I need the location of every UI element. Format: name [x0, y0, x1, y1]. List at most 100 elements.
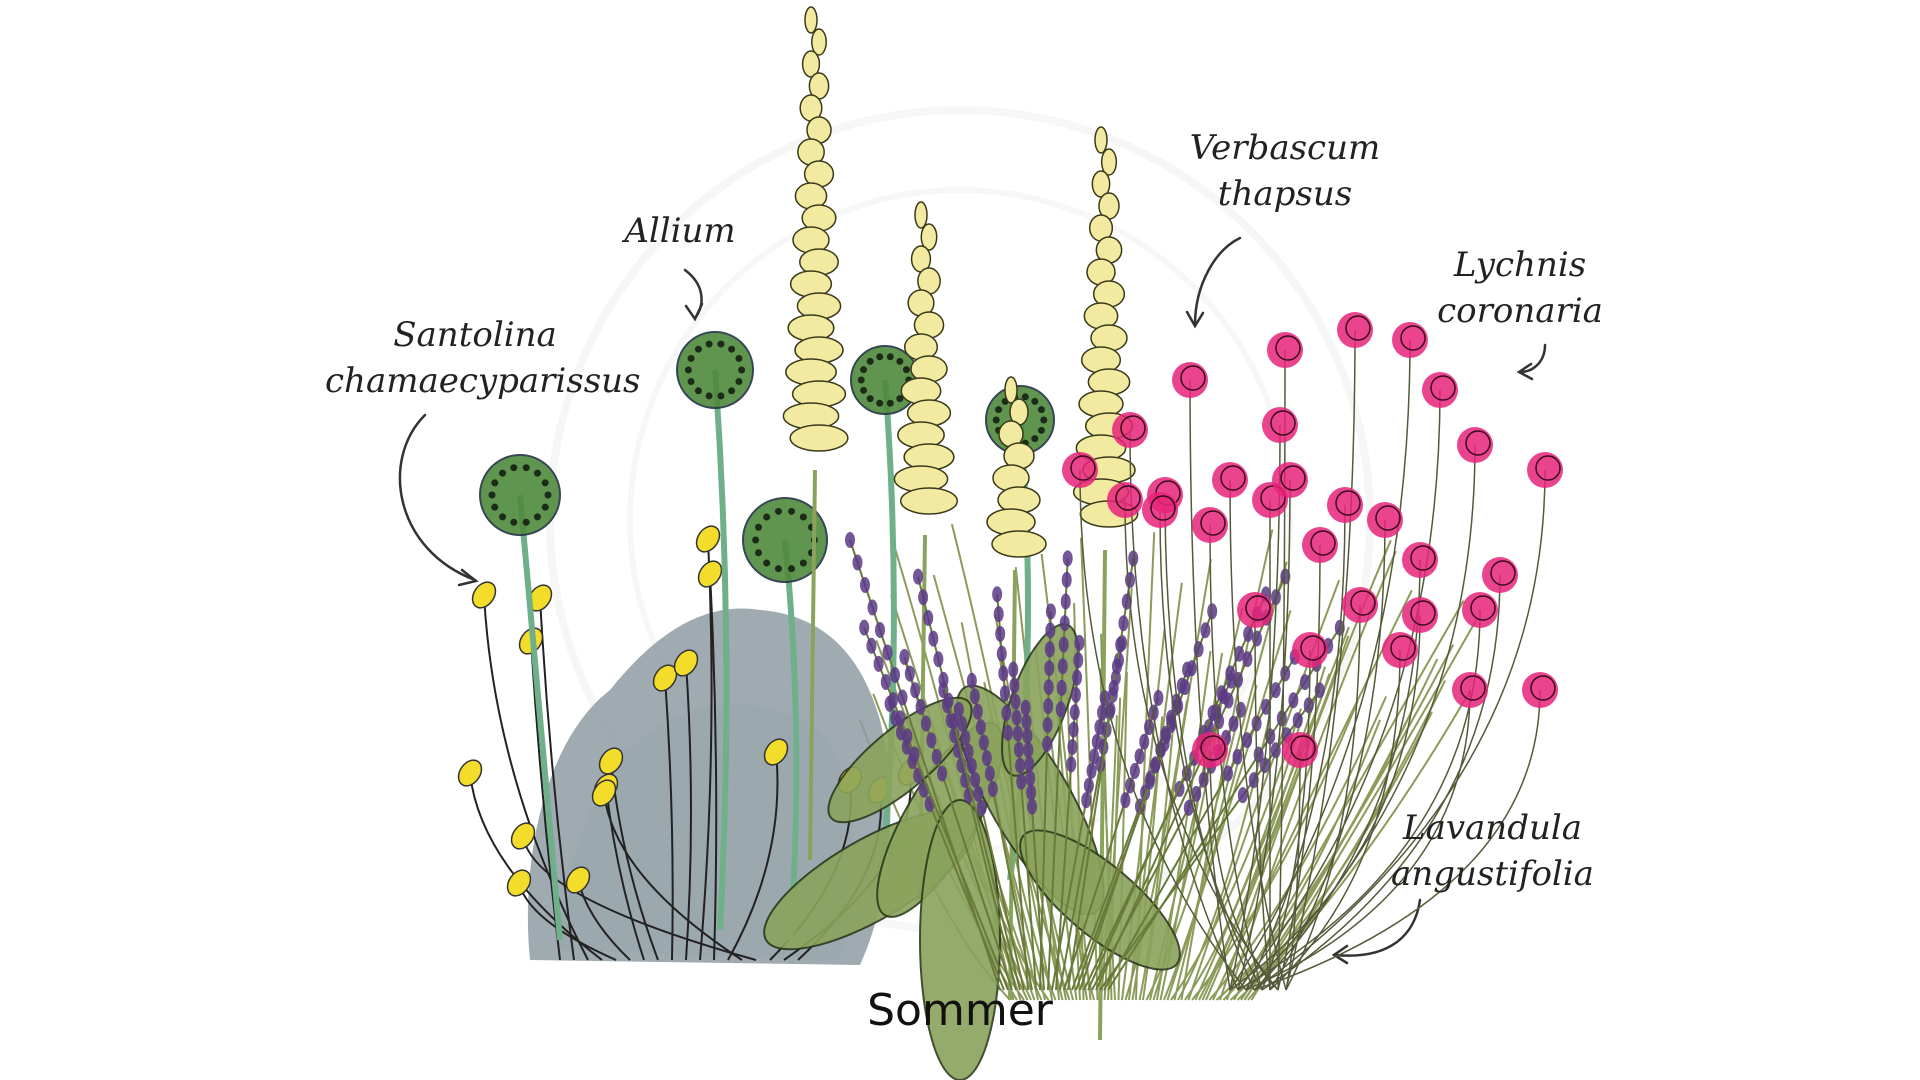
lychnis-plants: [1062, 312, 1563, 991]
lavender-bud: [969, 688, 980, 705]
lavender-bud: [1043, 698, 1054, 715]
lavender-bud: [966, 757, 977, 774]
lychnis-petal-outline: [1070, 455, 1096, 481]
santolina-stem: [539, 597, 575, 961]
lavender-bud: [910, 682, 921, 699]
lavender-bud: [1055, 701, 1066, 718]
allium-floret: [533, 513, 541, 521]
lychnis-flower: [1392, 322, 1428, 358]
grass-stem: [1198, 673, 1331, 1001]
allium-floret: [1037, 406, 1045, 414]
lychnis-flower: [1382, 632, 1418, 668]
lavender-bud: [1015, 757, 1026, 774]
lavender-bud: [1060, 593, 1071, 610]
lychnis-petal-outline: [1260, 485, 1286, 511]
allium-floret: [491, 479, 499, 487]
lavender-bud: [1020, 699, 1031, 716]
lavender-bud: [976, 799, 987, 816]
lavender-bud: [904, 665, 915, 682]
lychnis-flower: [1282, 732, 1318, 768]
lavender-bud: [1129, 762, 1140, 779]
lavender-bud: [1253, 746, 1264, 763]
label-allium: Allium: [605, 208, 755, 254]
santolina-flower: [591, 779, 617, 807]
label-santolina: Santolina chamaecyparissus: [325, 312, 641, 404]
allium-floret: [992, 416, 1000, 424]
lavender-bud: [995, 625, 1006, 642]
lavender-stem: [1087, 593, 1267, 991]
allium-floret: [860, 366, 868, 374]
lavender-bud: [1111, 658, 1122, 675]
lavender-bud: [933, 651, 944, 668]
allium-floret: [860, 386, 868, 394]
lavender-bud: [1144, 773, 1155, 790]
verbascum-flower: [1094, 126, 1108, 154]
lychnis-flower: [1457, 427, 1493, 463]
allium-floret: [728, 387, 736, 395]
lychnis-petal-outline: [1390, 635, 1416, 661]
lychnis-stem: [1269, 649, 1401, 991]
lychnis-petal-outline: [1335, 490, 1361, 516]
lavender-bud: [1225, 665, 1236, 682]
allium-floret: [799, 513, 807, 521]
santolina-flower: [695, 525, 721, 553]
lychnis-petal-outline: [1465, 430, 1491, 456]
allium-floret: [774, 565, 782, 573]
lavender-bud: [882, 644, 893, 661]
lavender-bud: [1248, 772, 1259, 789]
allium-floret: [533, 469, 541, 477]
allium-floret: [738, 366, 746, 374]
lavender-bud: [1235, 701, 1246, 718]
label-santolina-line1: Santolina: [393, 315, 557, 355]
allium-floret: [763, 559, 771, 567]
verbascum-flower: [920, 223, 938, 251]
allium-floret: [763, 513, 771, 521]
verbascum-flower: [801, 50, 821, 78]
lychnis-flower: [1342, 587, 1378, 623]
arrow-lavandula: [1333, 898, 1422, 957]
lychnis-petal-outline: [1530, 675, 1556, 701]
lavender-bud: [1044, 641, 1055, 658]
lychnis-petal-outline: [1120, 415, 1146, 441]
lavender-bud: [1061, 571, 1072, 588]
allium-floret: [1040, 416, 1048, 424]
allium-floret: [896, 357, 904, 365]
label-lychnis-line2: coronaria: [1437, 291, 1603, 331]
lychnis-petal-outline: [1300, 635, 1326, 661]
lavender-bud: [1074, 634, 1085, 651]
lavender-bud: [1008, 661, 1019, 678]
caption-sommer: Sommer: [867, 985, 1053, 1036]
santolina-flower: [471, 581, 497, 609]
allium-floret: [728, 345, 736, 353]
grass-stem: [1250, 617, 1479, 1001]
santolina-plant: [457, 525, 923, 965]
lychnis-flower: [1337, 312, 1373, 348]
allium-floret: [510, 464, 518, 472]
lavender-bud: [1139, 733, 1150, 750]
lychnis-stem: [1285, 749, 1301, 991]
lychnis-petal-outline: [1290, 735, 1316, 761]
santolina-flower: [598, 747, 624, 775]
label-verbascum-line1: Verbascum: [1189, 128, 1381, 168]
lavender-bud: [918, 781, 929, 798]
lavender-bud: [981, 750, 992, 767]
lychnis-petal-outline: [1400, 325, 1426, 351]
lavender-bud: [1025, 770, 1036, 787]
lychnis-flower: [1237, 592, 1273, 628]
lavender-bud: [1097, 704, 1108, 721]
allium-floret: [544, 491, 552, 499]
lavender-bud: [1234, 645, 1245, 662]
lychnis-stem: [1159, 509, 1263, 991]
lavender-bud: [1045, 603, 1056, 620]
lychnis-petal-outline: [1150, 495, 1176, 521]
lychnis-flower: [1112, 412, 1148, 448]
lavender-bud: [926, 732, 937, 749]
grass-stem: [1145, 709, 1241, 1001]
lavender-bud: [1251, 630, 1262, 647]
lychnis-flower: [1267, 332, 1303, 368]
lychnis-flower: [1272, 462, 1308, 498]
lychnis-flower: [1262, 407, 1298, 443]
allium-floret: [755, 549, 763, 557]
lavender-bud: [1067, 738, 1078, 755]
lychnis-stem: [1237, 389, 1441, 991]
